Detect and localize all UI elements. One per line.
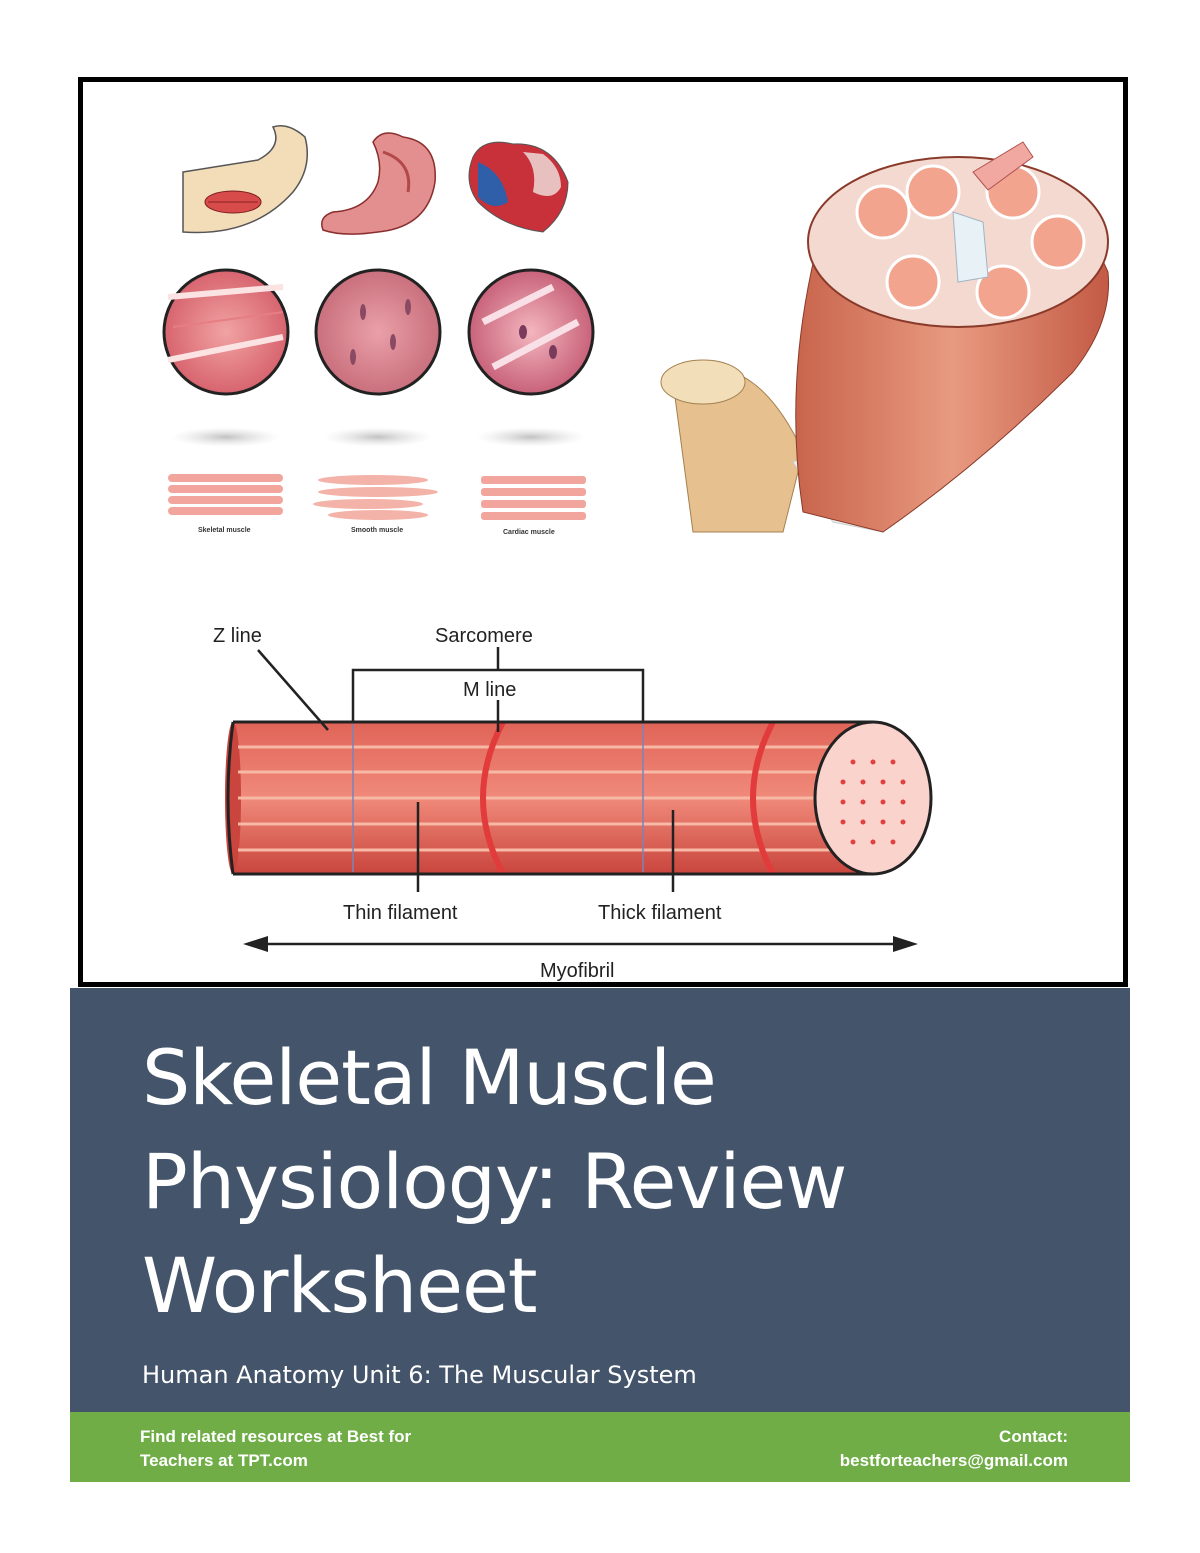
document-title: Skeletal Muscle Physiology: Review Works… (142, 1033, 847, 1330)
myofibril-diagram: Z line Sarcomere M line Thin filament Th… (213, 625, 933, 982)
skeletal-micrograph (162, 268, 290, 396)
label-sarcomere: Sarcomere (435, 625, 533, 647)
contact-label: Contact: (999, 1427, 1068, 1446)
footer-band: Find related resources at Best for Teach… (70, 1412, 1130, 1482)
stomach-icon (321, 132, 436, 235)
label-thick-filament: Thick filament (598, 902, 722, 924)
muscle-illustration: Skeletal muscle Smooth muscle Cardiac mu… (162, 125, 1110, 982)
smooth-micrograph (314, 268, 442, 396)
skeletal-cells (168, 474, 283, 515)
cardiac-cells (481, 476, 586, 520)
label-m-line: M line (463, 679, 516, 701)
caption-skeletal: Skeletal muscle (198, 527, 251, 534)
muscle-bundle-illustration (660, 141, 1110, 533)
footer-resources-text: Find related resources at Best for Teach… (140, 1427, 412, 1470)
caption-cardiac: Cardiac muscle (503, 529, 555, 536)
document-subtitle: Human Anatomy Unit 6: The Muscular Syste… (142, 1361, 697, 1389)
smooth-cells (313, 475, 438, 520)
heart-icon (468, 141, 569, 233)
contact-email[interactable]: bestforteachers@gmail.com (839, 1451, 1068, 1470)
label-thin-filament: Thin filament (343, 902, 458, 924)
caption-smooth: Smooth muscle (351, 527, 403, 534)
illustration-frame: Skeletal muscle Smooth muscle Cardiac mu… (78, 77, 1128, 987)
cardiac-micrograph (467, 268, 595, 396)
footer-contact: Contact: bestforteachers@gmail.com (840, 1425, 1068, 1473)
arm-icon (182, 125, 308, 234)
label-myofibril: Myofibril (540, 960, 614, 982)
title-band: Skeletal Muscle Physiology: Review Works… (70, 988, 1130, 1412)
label-z-line: Z line (213, 625, 262, 647)
